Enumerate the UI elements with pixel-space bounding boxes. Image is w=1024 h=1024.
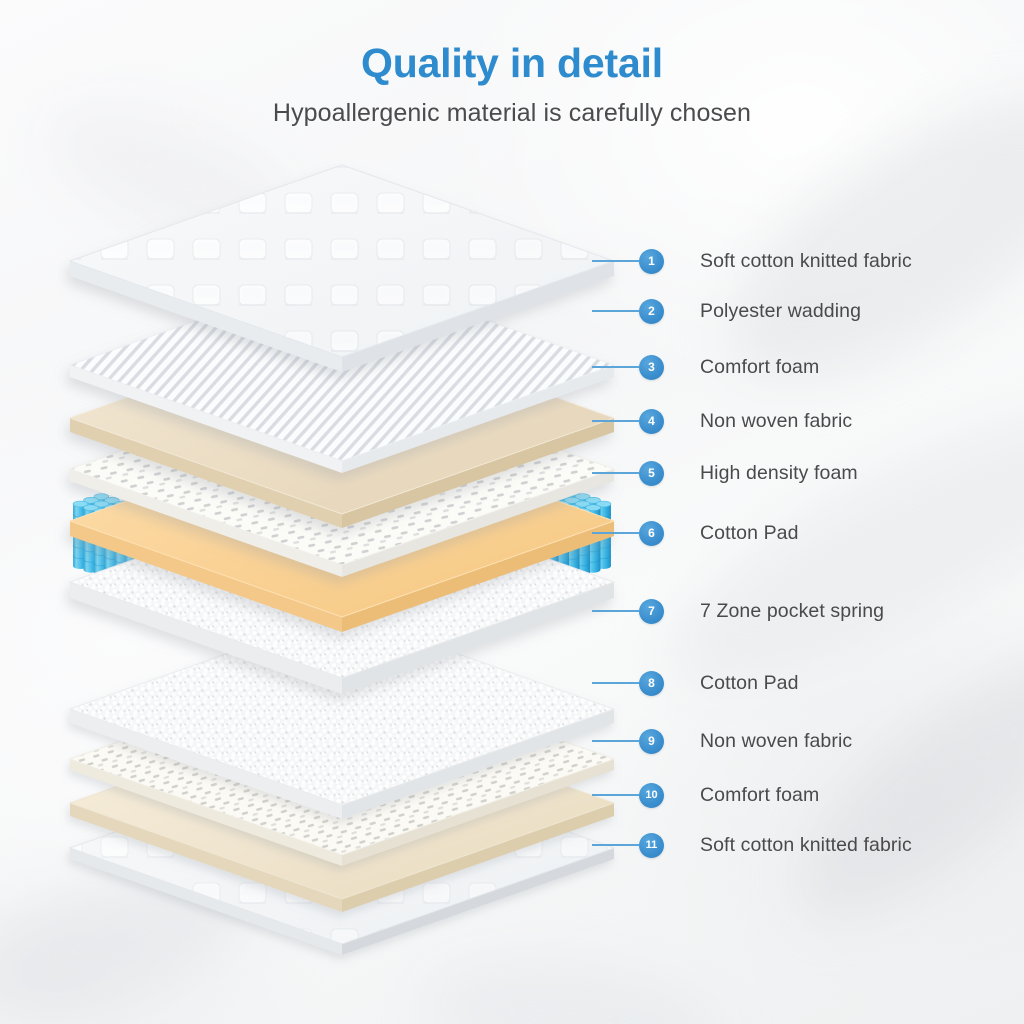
callout-badge-6[interactable]: 6 — [639, 520, 664, 546]
leader-line-6 — [592, 532, 639, 534]
callout-label-7: 7 Zone pocket spring — [700, 599, 885, 622]
callout-11[interactable]: 11 Soft cotton knitted fabric — [592, 832, 912, 858]
leader-line-2 — [592, 310, 639, 312]
callout-label-9: Non woven fabric — [700, 729, 853, 752]
callout-badge-2[interactable]: 2 — [639, 298, 664, 324]
leader-line-4 — [592, 420, 639, 422]
page-title: Quality in detail — [361, 40, 663, 86]
callout-badge-8[interactable]: 8 — [639, 670, 664, 696]
leader-line-11 — [592, 844, 639, 846]
callout-label-2: Polyester wadding — [700, 299, 862, 322]
layer-1-soft-cotton-knitted-fabric — [68, 164, 616, 372]
callout-4[interactable]: 4 Non woven fabric — [592, 408, 853, 434]
callout-label-3: Comfort foam — [700, 355, 820, 378]
callout-badge-3[interactable]: 3 — [639, 354, 664, 380]
leader-line-5 — [592, 472, 639, 474]
leader-line-10 — [592, 794, 639, 796]
callout-7[interactable]: 7 7 Zone pocket spring — [592, 598, 885, 624]
leader-line-1 — [592, 260, 639, 262]
callout-badge-4[interactable]: 4 — [639, 408, 664, 434]
callout-label-10: Comfort foam — [700, 783, 820, 806]
leader-line-7 — [592, 610, 639, 612]
callout-label-4: Non woven fabric — [700, 409, 853, 432]
callout-badge-11[interactable]: 11 — [639, 832, 664, 858]
callout-1[interactable]: 1 Soft cotton knitted fabric — [592, 248, 912, 274]
callout-2[interactable]: 2 Polyester wadding — [592, 298, 862, 324]
callout-badge-10[interactable]: 10 — [639, 782, 664, 808]
callout-badge-9[interactable]: 9 — [639, 728, 664, 754]
page-subtitle: Hypoallergenic material is carefully cho… — [272, 99, 752, 128]
callout-8[interactable]: 8 Cotton Pad — [592, 670, 799, 696]
callout-5[interactable]: 5 High density foam — [592, 460, 858, 486]
callout-3[interactable]: 3 Comfort foam — [592, 354, 820, 380]
leader-line-3 — [592, 366, 639, 368]
header: Quality in detail Hypoallergenic materia… — [0, 0, 1024, 128]
callout-label-11: Soft cotton knitted fabric — [700, 833, 912, 856]
leader-line-8 — [592, 682, 639, 684]
callout-badge-5[interactable]: 5 — [639, 460, 664, 486]
callout-6[interactable]: 6 Cotton Pad — [592, 520, 799, 546]
callout-badge-1[interactable]: 1 — [639, 248, 664, 274]
callout-label-6: Cotton Pad — [700, 521, 799, 544]
callout-9[interactable]: 9 Non woven fabric — [592, 728, 853, 754]
callout-label-1: Soft cotton knitted fabric — [700, 249, 912, 272]
callout-badge-7[interactable]: 7 — [639, 598, 664, 624]
callout-10[interactable]: 10 Comfort foam — [592, 782, 820, 808]
layer-8-cotton-pad — [68, 612, 616, 819]
leader-line-9 — [592, 740, 639, 742]
callout-label-8: Cotton Pad — [700, 671, 799, 694]
callout-label-5: High density foam — [700, 461, 858, 484]
